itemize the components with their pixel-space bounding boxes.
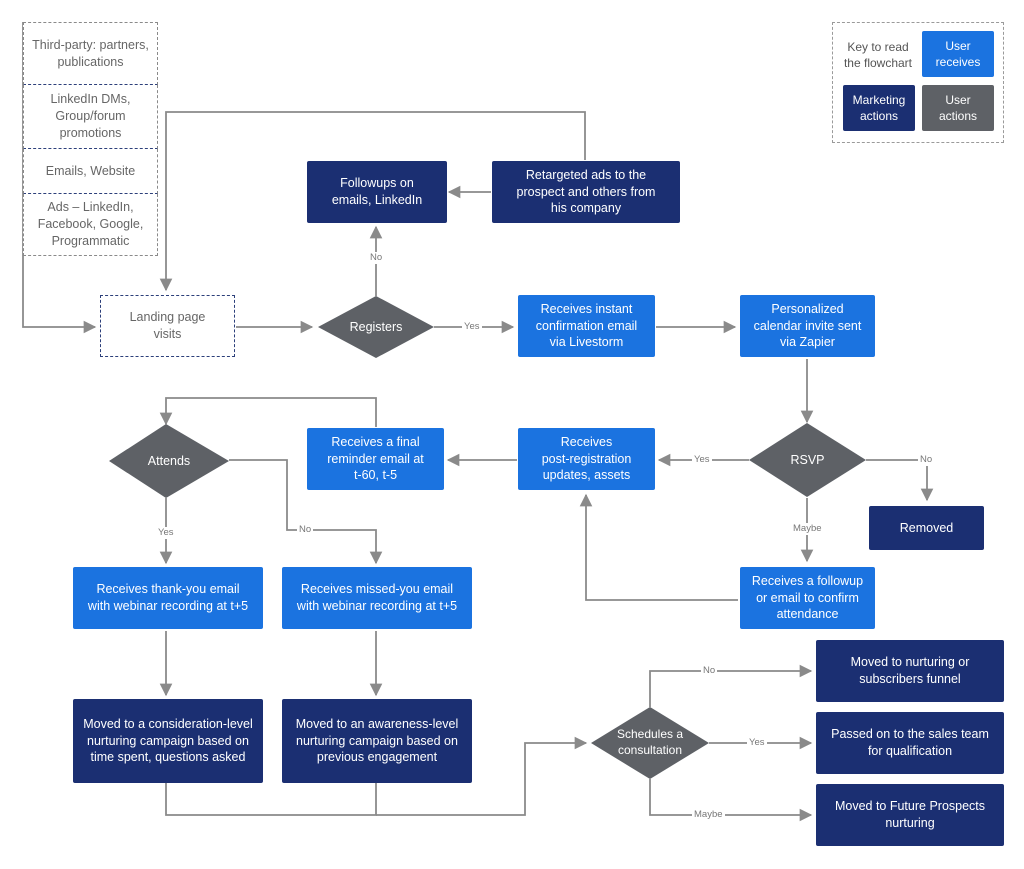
followup-confirm-attendance: Receives a followup or email to confirm … (740, 567, 875, 629)
future-prospects-nurturing: Moved to Future Prospects nurturing (816, 784, 1004, 846)
edge-label-attends-no: No (297, 524, 314, 536)
source-ads: Ads – LinkedIn, Facebook, Google, Progra… (23, 194, 158, 256)
connector-attends-no (229, 459, 383, 565)
connector-reminder-to-attends (159, 397, 377, 427)
edge-label-schedules-maybe: Maybe (692, 809, 725, 821)
connector-merge-to-schedules (376, 736, 588, 816)
nurturing-subscribers-funnel: Moved to nurturing or subscribers funnel (816, 640, 1004, 702)
edge-label-schedules-yes: Yes (747, 737, 767, 749)
landing-page-visits: Landing page visits (100, 295, 235, 357)
post-registration-updates: Receives post-registration updates, asse… (518, 428, 655, 490)
decision-schedules-shape (591, 707, 709, 779)
edge-label-registers-no: No (368, 252, 385, 264)
decision-attends: Attends (147, 453, 191, 468)
final-reminder-email: Receives a final reminder email at t-60,… (307, 428, 444, 490)
connector-campaigns-to-schedules (165, 783, 377, 816)
connector-loop-to-landing (159, 111, 586, 292)
decision-registers-shape (318, 296, 434, 358)
edge-label-rsvp-no: No (918, 454, 935, 466)
decision-schedules-consultation: Schedules a consultation (616, 727, 684, 757)
source-third-party: Third-party: partners, publications (23, 22, 158, 85)
key-title: Key to read the flowchart (843, 40, 913, 71)
retargeted-ads: Retargeted ads to the prospect and other… (492, 161, 680, 223)
source-emails-website: Emails, Website (23, 149, 158, 194)
edge-label-registers-yes: Yes (462, 321, 482, 333)
connector-rsvp-no (866, 459, 934, 502)
edge-label-rsvp-yes: Yes (692, 454, 712, 466)
edge-label-attends-yes: Yes (156, 527, 176, 539)
source-linkedin-dms: LinkedIn DMs, Group/forum promotions (23, 85, 158, 149)
removed: Removed (869, 506, 984, 550)
decision-registers: Registers (349, 319, 403, 334)
key-marketing-actions: Marketing actions (843, 85, 915, 131)
sales-team-qualification: Passed on to the sales team for qualific… (816, 712, 1004, 774)
connector-followup-to-postreg (579, 493, 738, 601)
missed-you-email: Receives missed-you email with webinar r… (282, 567, 472, 629)
decision-rsvp-shape (749, 423, 866, 497)
awareness-nurturing: Moved to an awareness-level nurturing ca… (282, 699, 472, 783)
key-user-actions: User actions (922, 85, 994, 131)
key-user-receives: User receives (922, 31, 994, 77)
connector-schedules-maybe (649, 779, 813, 822)
thank-you-email: Receives thank-you email with webinar re… (73, 567, 263, 629)
followups-on-emails: Followups on emails, LinkedIn (307, 161, 447, 223)
consideration-nurturing: Moved to a consideration-level nurturing… (73, 699, 263, 783)
edge-label-rsvp-maybe: Maybe (791, 523, 824, 535)
connector-schedules-no (649, 664, 813, 707)
decision-attends-shape (109, 424, 229, 498)
edge-label-schedules-no: No (701, 665, 718, 677)
calendar-invite: Personalized calendar invite sent via Za… (740, 295, 875, 357)
instant-confirmation-email: Receives instant confirmation email via … (518, 295, 655, 357)
flowchart-key (832, 22, 1004, 143)
decision-rsvp: RSVP (790, 452, 825, 467)
